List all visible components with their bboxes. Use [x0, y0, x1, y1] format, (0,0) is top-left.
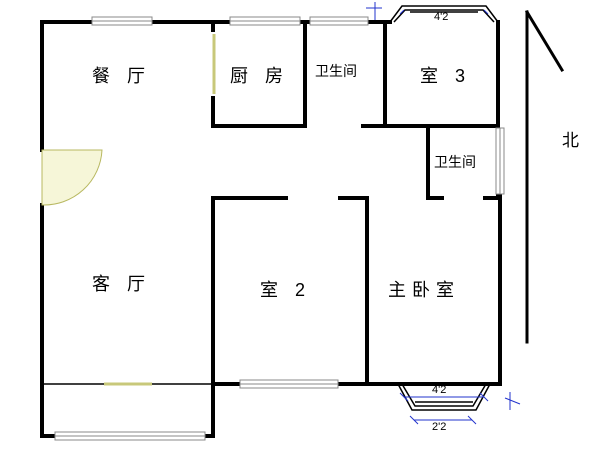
- room-label-room3: 室 3: [420, 66, 471, 86]
- room-label-bath-top: 卫生间: [315, 63, 357, 79]
- room-label-kitchen: 厨 房: [230, 66, 289, 86]
- compass-north-label: 北: [562, 131, 579, 150]
- room-label-dining: 餐 厅: [92, 66, 151, 86]
- doors: [41, 34, 216, 386]
- dimension-bay-top: 4'2: [434, 11, 448, 23]
- interior-walls: [211, 20, 502, 386]
- entry-door-swing: [41, 149, 103, 206]
- dimension-marks: [366, 2, 521, 425]
- windows: [54, 16, 505, 441]
- bay-window-top: [389, 5, 499, 23]
- north-arrow: [524, 9, 565, 344]
- room-label-master: 主卧室: [388, 280, 460, 300]
- dimension-bay-bottom-inner: 2'2: [432, 421, 446, 433]
- room-label-living: 客 厅: [92, 274, 151, 294]
- room-label-room2: 室 2: [260, 280, 311, 300]
- dimension-bay-bottom: 4'2: [432, 384, 446, 396]
- room-label-bath-right: 卫生间: [434, 154, 476, 170]
